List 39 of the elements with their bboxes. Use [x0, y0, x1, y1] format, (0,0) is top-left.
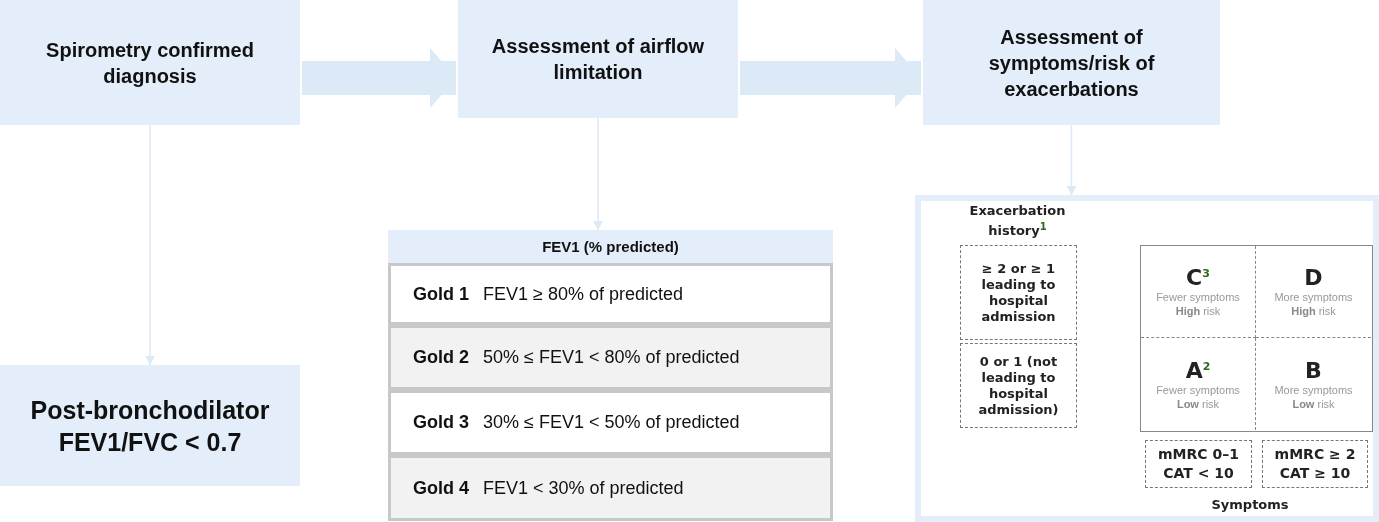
table-row: [388, 263, 833, 325]
grade-label: Gold 1: [413, 283, 469, 305]
group-letter: A$^{2}$: [1185, 357, 1211, 383]
table-row: [388, 390, 833, 455]
process-box: Assessment of symptoms/risk of exacerbations: [923, 0, 1220, 125]
process-box: Spirometry confirmed diagnosis: [0, 0, 300, 125]
group-letter: B: [1305, 357, 1322, 383]
process-box: Assessment of airflow limitation: [458, 0, 738, 118]
spirometry-criterion: 50% ≤ FEV1 < 80% of predicted: [483, 347, 740, 368]
panel-frame: [915, 195, 1379, 522]
block-arrow: [740, 48, 921, 108]
arrow: [1066, 124, 1077, 196]
criteria-box: 0 or 1 (not leading to hospital admission): [960, 343, 1077, 428]
criteria-box: mMRC ≥ 2 CAT ≥ 10: [1262, 440, 1368, 488]
table-header: FEV1 (% predicted): [388, 230, 833, 263]
criteria-box: mMRC 0–1 CAT < 10: [1145, 440, 1252, 488]
arrow: [145, 124, 155, 366]
group-letter: C$^{3}$: [1186, 265, 1210, 290]
grade-label: Gold 2: [413, 347, 469, 368]
table-row: [388, 455, 833, 521]
classification-table: [388, 230, 833, 521]
grade-label: Gold 3: [413, 412, 469, 433]
axis-title: Exacerbation history$^{1}$: [968, 203, 1067, 240]
axis-title: Symptoms: [1210, 497, 1290, 513]
group-description: More symptoms High risk: [1273, 290, 1354, 318]
group-description: More symptoms Low risk: [1273, 382, 1354, 411]
spirometry-criterion: FEV1 < 30% of predicted: [483, 477, 684, 499]
table-row: [388, 325, 833, 390]
block-arrow: [302, 48, 456, 108]
result-box: Post-bronchodilator FEV1/FVC < 0.7: [0, 365, 300, 486]
grade-label: Gold 4: [413, 477, 469, 499]
spirometry-criterion: 30% ≤ FEV1 < 50% of predicted: [483, 412, 740, 433]
spirometry-criterion: FEV1 ≥ 80% of predicted: [483, 283, 683, 305]
criteria-box: ≥ 2 or ≥ 1 leading to hospital admission: [960, 245, 1077, 340]
group-description: Fewer symptoms Low risk: [1155, 382, 1241, 411]
group-cell: [1141, 246, 1256, 338]
arrow: [593, 117, 603, 231]
group-description: Fewer symptoms High risk: [1155, 290, 1241, 318]
group-letter: D: [1304, 265, 1323, 290]
